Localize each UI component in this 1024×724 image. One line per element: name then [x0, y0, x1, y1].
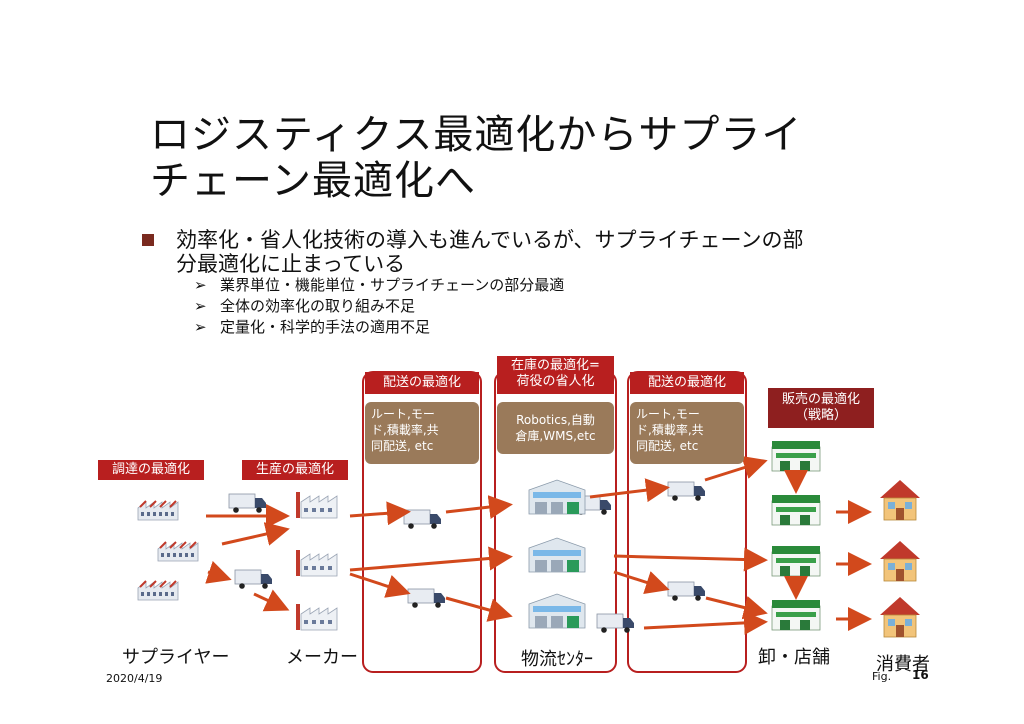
flow-arrows: [205, 455, 872, 635]
sub-bullet: ➢定量化・科学的手法の適用不足: [194, 318, 431, 336]
store-icon: [771, 545, 821, 577]
store-icon: [771, 599, 821, 631]
store-icon: [771, 440, 821, 472]
truck-icon: [403, 509, 442, 530]
arrow-bullet-icon: ➢: [194, 276, 207, 294]
sub-bullet: ➢業界単位・機能単位・サプライチェーンの部分最適: [194, 276, 565, 294]
dc-caption: 物流ｾﾝﾀｰ: [521, 649, 593, 670]
maker-factory-icon: [295, 549, 338, 577]
truck-icon: [234, 569, 273, 590]
page-title: ロジスティクス最適化からサプライ チェーン最適化へ: [150, 112, 803, 204]
delivery-label-2: 配送の最適化: [630, 372, 744, 394]
sales-label: 販売の最適化 （戦略）: [768, 388, 874, 428]
sub-bullet: ➢全体の効率化の取り組み不足: [194, 297, 416, 315]
maker-caption: メーカー: [286, 647, 358, 668]
procurement-label: 調達の最適化: [98, 460, 204, 480]
delivery-box-1: ルート,モー ド,積載率,共 同配送, etc: [365, 402, 479, 464]
delivery-box-2: ルート,モー ド,積載率,共 同配送, etc: [630, 402, 744, 464]
delivery-label-1: 配送の最適化: [365, 372, 479, 394]
supplier-factory-icon: [157, 541, 199, 562]
page-number: 16: [912, 668, 929, 682]
house-icon: [879, 540, 921, 582]
square-bullet-icon: [142, 234, 154, 246]
truck-icon: [667, 581, 706, 602]
footer-date: 2020/4/19: [106, 672, 163, 685]
truck-icon: [407, 588, 446, 609]
consumer-caption: 消費者: [876, 654, 930, 675]
inventory-box: Robotics,自動 倉庫,WMS,etc: [497, 402, 614, 454]
warehouse-icon: [528, 537, 586, 573]
maker-factory-icon: [295, 603, 338, 631]
footer-fig: Fig.: [872, 670, 892, 683]
truck-icon: [667, 481, 706, 502]
inventory-label: 在庫の最適化= 荷役の省人化: [497, 356, 614, 394]
supplier-factory-icon: [137, 500, 179, 521]
production-label: 生産の最適化: [242, 460, 348, 480]
supplier-caption: サプライヤー: [122, 647, 230, 668]
warehouse-icon: [528, 593, 586, 629]
warehouse-icon: [528, 479, 586, 515]
truck-icon: [228, 493, 267, 514]
arrow-bullet-icon: ➢: [194, 297, 207, 315]
house-icon: [879, 596, 921, 638]
arrow-bullet-icon: ➢: [194, 318, 207, 336]
maker-factory-icon: [295, 491, 338, 519]
store-icon: [771, 494, 821, 526]
main-bullet-text: 効率化・省人化技術の導入も進んでいるが、サプライチェーンの部 分最適化に止まって…: [176, 228, 804, 276]
supplier-factory-icon: [137, 580, 179, 601]
house-icon: [879, 479, 921, 521]
retail-caption: 卸・店舗: [758, 647, 830, 668]
